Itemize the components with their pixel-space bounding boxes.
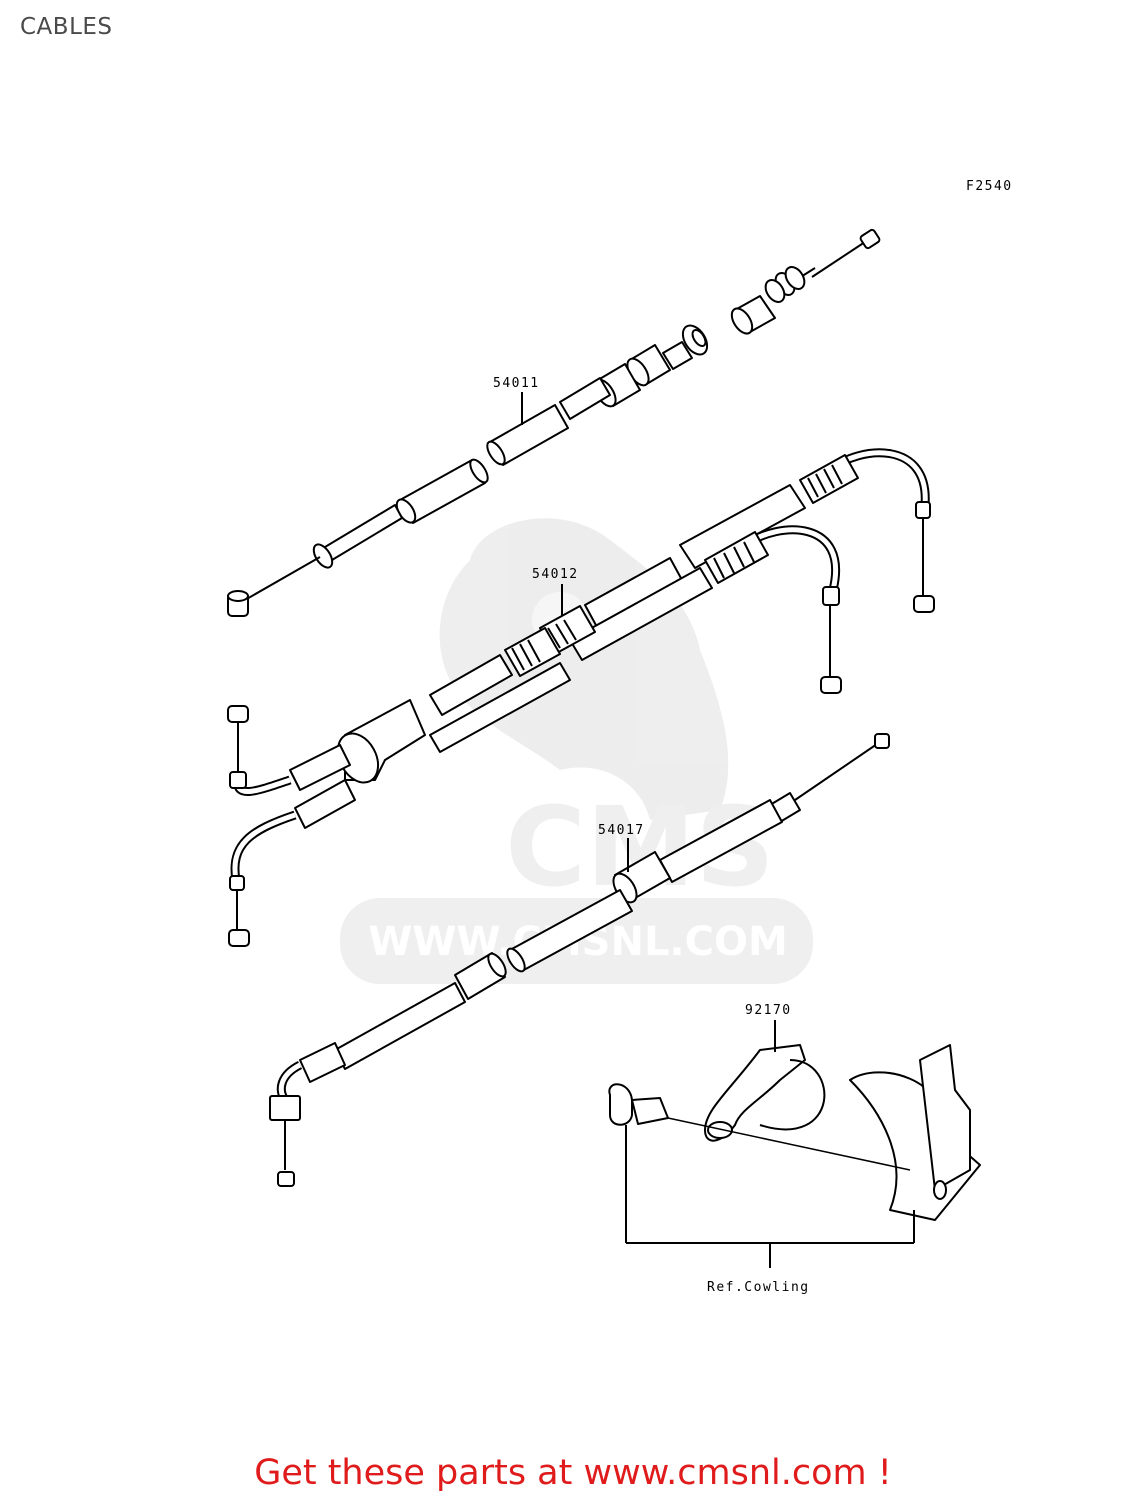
bracket-92170 [608,1044,981,1221]
cable-54017 [269,733,890,1187]
ref-cowling-label: Ref.Cowling [707,1280,810,1295]
callout-92170: 92170 [745,1003,792,1052]
page-title: CABLES [20,14,113,40]
callout-label-54017: 54017 [598,823,645,838]
footer-link[interactable]: Get these parts at www.cmsnl.com ! [254,1453,892,1493]
callout-label-92170: 92170 [745,1003,792,1018]
cables-diagram: CMS WWW.CMSNL.COM F2540 54011 [227,179,1013,1295]
callout-54012: 54012 [532,567,579,616]
callout-54017: 54017 [598,823,645,872]
cable-54011 [227,228,881,617]
ref-cowling-bracket [625,1125,915,1268]
callout-54011: 54011 [493,376,540,425]
callout-label-54012: 54012 [532,567,579,582]
cable-54012 [227,448,935,947]
callout-label-54011: 54011 [493,376,540,391]
figure-code: F2540 [966,179,1013,194]
